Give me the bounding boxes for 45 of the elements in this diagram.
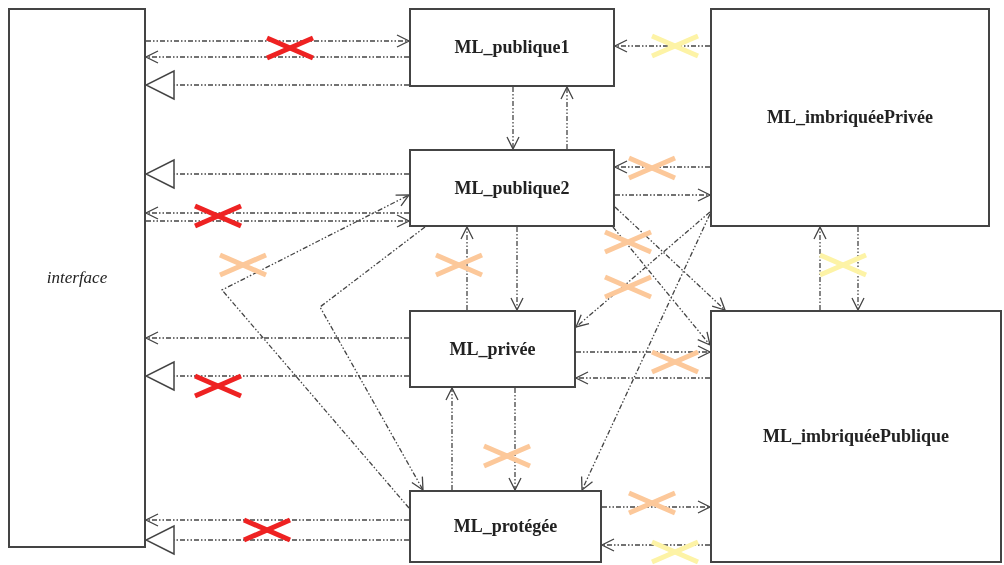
dependency-arrow bbox=[601, 500, 711, 514]
class-name: ML_privée bbox=[449, 338, 536, 360]
dependency-arrow bbox=[145, 513, 410, 527]
dependency-arrow bbox=[851, 226, 865, 311]
class-name: ML_imbriquéePrivée bbox=[767, 107, 933, 128]
dependency-arrow bbox=[601, 538, 711, 552]
dependency-arrow bbox=[580, 213, 711, 491]
class-box bbox=[409, 310, 576, 388]
dependency-arrow bbox=[145, 50, 410, 64]
dependency-arrow bbox=[612, 226, 711, 346]
dependency-arrow bbox=[145, 214, 410, 228]
dependency-arrow bbox=[145, 525, 410, 555]
dependency-arrow bbox=[145, 70, 410, 100]
dependency-arrow bbox=[614, 160, 711, 174]
dependency-arrow bbox=[614, 188, 711, 202]
dependency-arrow bbox=[506, 86, 520, 150]
dependency-arrow bbox=[220, 194, 410, 509]
dependency-arrow bbox=[614, 39, 711, 53]
class-name: interface bbox=[46, 268, 108, 288]
class-box bbox=[710, 310, 1002, 563]
dependency-arrow bbox=[145, 206, 410, 220]
class-box bbox=[710, 8, 990, 227]
dependency-arrow bbox=[445, 387, 459, 491]
dependency-arrow bbox=[575, 345, 711, 359]
class-name: ML_protégée bbox=[453, 516, 558, 537]
class-box bbox=[8, 8, 146, 548]
dependency-arrow bbox=[575, 371, 711, 385]
dependency-arrow bbox=[508, 387, 522, 491]
dependency-arrow bbox=[575, 211, 711, 328]
class-box bbox=[409, 490, 602, 563]
dependency-arrow bbox=[510, 226, 524, 311]
class-name: ML_publique1 bbox=[454, 37, 570, 58]
dependency-arrow bbox=[560, 86, 574, 150]
dependency-arrow bbox=[614, 206, 726, 311]
dependency-arrow bbox=[145, 331, 410, 345]
class-box bbox=[409, 8, 615, 87]
dependency-arrow bbox=[813, 226, 827, 311]
dependency-arrow bbox=[145, 159, 410, 189]
dependency-arrow bbox=[145, 361, 410, 391]
dependency-arrow bbox=[460, 226, 474, 311]
class-box bbox=[409, 149, 615, 227]
class-name: ML_publique2 bbox=[454, 177, 570, 199]
class-name: ML_imbriquéePublique bbox=[763, 426, 949, 447]
dependency-arrow bbox=[145, 34, 410, 48]
dependency-arrow bbox=[319, 226, 426, 491]
